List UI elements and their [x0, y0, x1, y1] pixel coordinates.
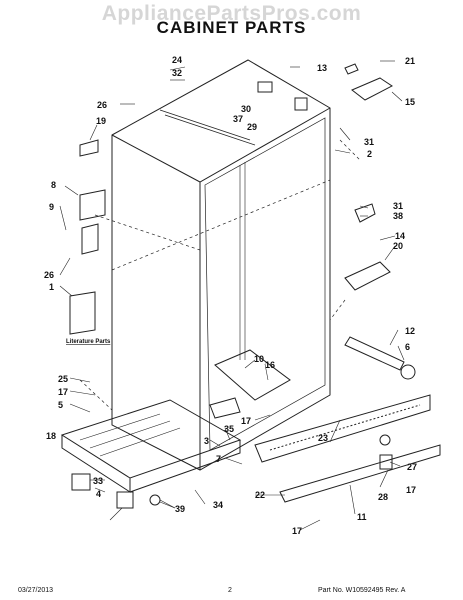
callout-26a: 26: [97, 100, 107, 110]
callout-24: 24: [172, 55, 182, 65]
callout-31a: 31: [364, 137, 374, 147]
callout-3: 3: [204, 436, 209, 446]
callout-10: 10: [254, 354, 264, 364]
callout-17d: 17: [292, 526, 302, 536]
bottom-grille: [254, 394, 431, 463]
kick-plate: [279, 444, 441, 503]
callout-29: 29: [247, 122, 257, 132]
callout-31b: 31: [393, 201, 403, 211]
callout-32: 32: [172, 68, 182, 78]
callout-25: 25: [58, 374, 68, 384]
drain-pan: [214, 349, 291, 401]
mid-hinge: [344, 261, 391, 291]
callout-38: 38: [393, 211, 403, 221]
callout-5: 5: [58, 400, 63, 410]
callout-21: 21: [405, 56, 415, 66]
cabinet-shell: [111, 59, 331, 471]
callout-35: 35: [224, 424, 234, 434]
wire-harness: [159, 109, 256, 146]
callout-12: 12: [405, 326, 415, 336]
callout-11: 11: [357, 512, 367, 522]
callout-1: 1: [49, 282, 54, 292]
footer-page: 2: [228, 587, 232, 594]
literature-booklet: [69, 291, 96, 335]
side-bracket: [79, 189, 106, 221]
evaporator-tube: [344, 336, 405, 371]
page-title: CABINET PARTS: [156, 18, 307, 37]
callout-7: 7: [216, 454, 221, 464]
footer-part-no: Part No. W10592495 Rev. A: [318, 587, 406, 594]
callout-20: 20: [393, 241, 403, 251]
callout-17a: 17: [58, 387, 68, 397]
callout-30: 30: [241, 104, 251, 114]
literature-label: Literature Parts: [66, 339, 111, 345]
callout-14: 14: [395, 231, 405, 241]
callout-17c: 17: [406, 485, 416, 495]
callout-33: 33: [93, 476, 103, 486]
watermark: AppliancePartsPros.com: [101, 2, 362, 25]
callout-4: 4: [96, 489, 101, 499]
callout-13: 13: [317, 63, 327, 73]
callout-27: 27: [407, 462, 417, 472]
callout-2: 2: [367, 149, 372, 159]
callout-37: 37: [233, 114, 243, 124]
callout-22: 22: [255, 490, 265, 500]
callout-6: 6: [405, 342, 410, 352]
callout-26b: 26: [44, 270, 54, 280]
cabinet-inner-wall: [204, 117, 326, 451]
callout-28: 28: [378, 492, 388, 502]
cabinet-top-edge: [111, 107, 331, 183]
callout-9: 9: [49, 202, 54, 212]
callout-23: 23: [318, 433, 328, 443]
callout-15: 15: [405, 97, 415, 107]
callout-19: 19: [96, 116, 106, 126]
top-hinge: [351, 77, 393, 101]
callout-34: 34: [213, 500, 223, 510]
callout-16: 16: [265, 360, 275, 370]
footer-date: 03/27/2013: [18, 587, 54, 594]
callout-8: 8: [51, 180, 56, 190]
callout-39: 39: [175, 504, 185, 514]
callout-17b: 17: [241, 416, 251, 426]
callout-18: 18: [46, 431, 56, 441]
